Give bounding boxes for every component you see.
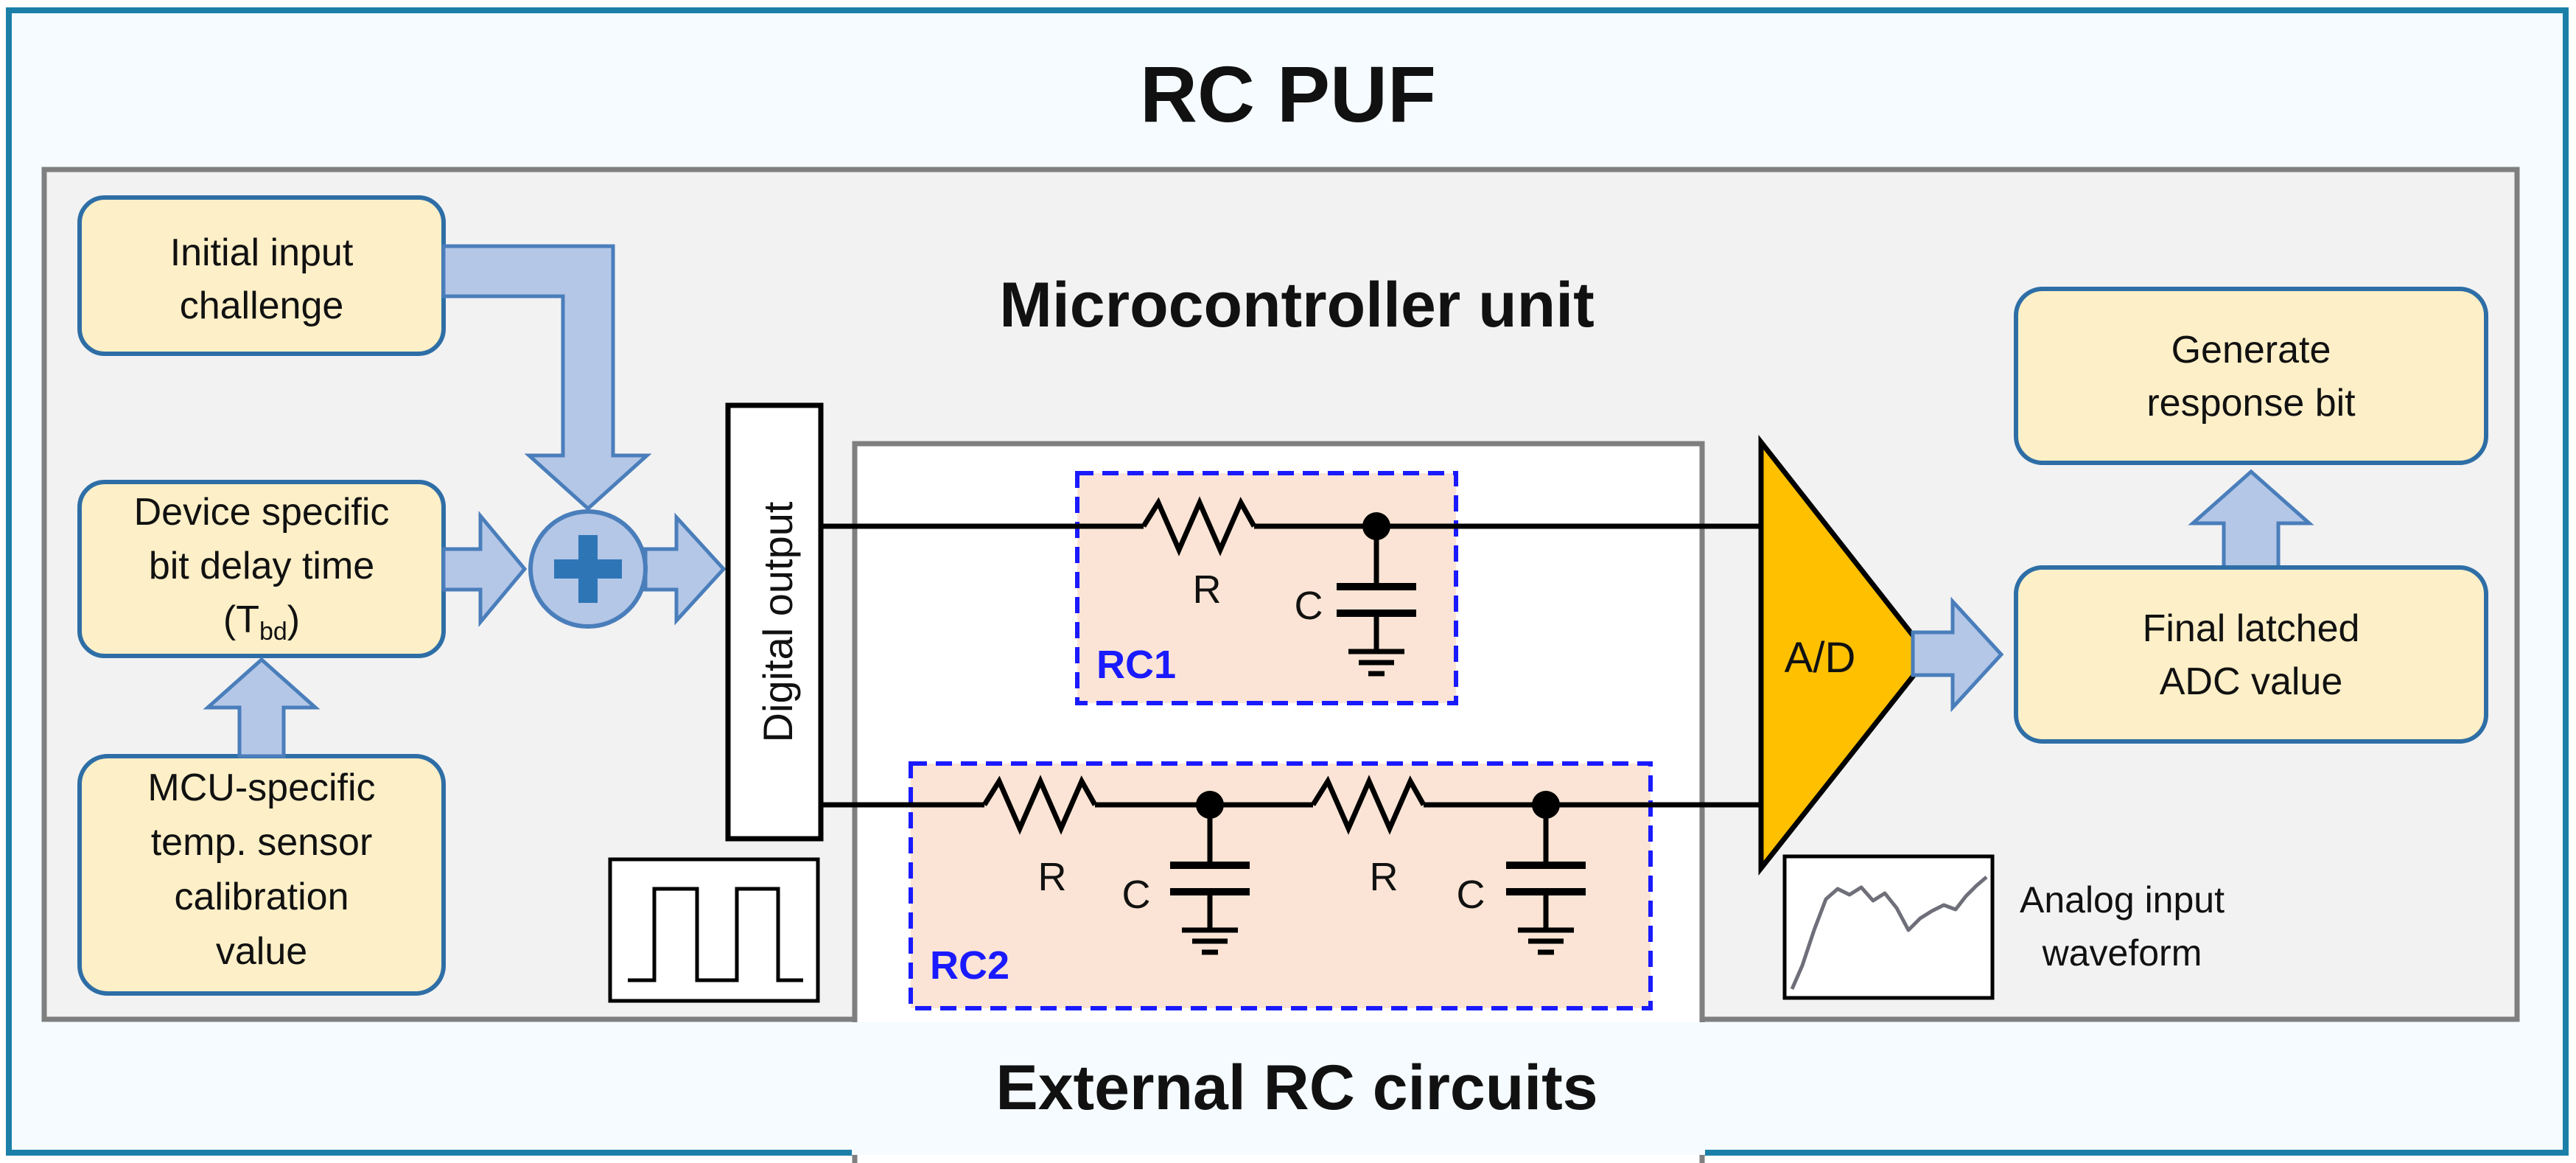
generate-response-line2: response bit bbox=[2146, 382, 2356, 425]
delay-to-sum-arrow bbox=[441, 511, 528, 627]
rc2-r2-label: R bbox=[1370, 855, 1399, 899]
generate-response-line1: Generate bbox=[2171, 329, 2331, 371]
mcu-calibration-box: MCU-specific temp. sensor calibration va… bbox=[77, 754, 446, 996]
rc1-c-label: C bbox=[1295, 584, 1323, 628]
rc1-label: RC1 bbox=[1096, 643, 1176, 687]
rc1-r-label: R bbox=[1193, 567, 1222, 612]
final-latched-line1: Final latched bbox=[2143, 607, 2360, 650]
calibration-to-delay-arrow bbox=[203, 657, 321, 758]
generate-response-box: Generate response bit bbox=[2014, 287, 2488, 465]
digital-output-label: Digital output bbox=[755, 501, 801, 742]
adc-label: A/D bbox=[1785, 634, 1856, 682]
calibration-line4: value bbox=[216, 930, 307, 973]
sum-junction-icon bbox=[528, 509, 648, 629]
square-wave-icon bbox=[608, 857, 820, 1003]
external-rc-label: External RC circuits bbox=[995, 1052, 1597, 1123]
analog-caption-line1: Analog input bbox=[2020, 879, 2225, 921]
device-delay-line3: (Tbd) bbox=[223, 598, 300, 646]
mcu-label: Microcontroller unit bbox=[999, 270, 1594, 340]
sum-to-digital-arrow bbox=[643, 512, 727, 626]
adc-to-latched-arrow bbox=[1911, 596, 2004, 713]
rc2-c2-label: C bbox=[1457, 873, 1485, 917]
digital-output-block: Digital output bbox=[725, 402, 824, 842]
challenge-to-sum-arrow bbox=[441, 244, 652, 511]
device-delay-line1: Device specific bbox=[134, 491, 390, 534]
rc2-r1-label: R bbox=[1038, 855, 1067, 899]
initial-challenge-line1: Initial input bbox=[170, 231, 354, 274]
adc-block: A/D bbox=[1758, 434, 1933, 876]
latched-to-response-arrow bbox=[2188, 469, 2314, 570]
calibration-line2: temp. sensor bbox=[151, 821, 373, 864]
rc2-c1-label: C bbox=[1122, 873, 1151, 917]
analog-waveform-icon bbox=[1782, 854, 1995, 1000]
device-delay-line2: bit delay time bbox=[149, 545, 374, 587]
device-delay-box: Device specific bit delay time (Tbd) bbox=[77, 480, 446, 658]
final-latched-box: Final latched ADC value bbox=[2014, 565, 2488, 744]
initial-challenge-line2: challenge bbox=[180, 284, 344, 327]
analog-caption-line2: waveform bbox=[2042, 932, 2202, 974]
diagram-title: RC PUF bbox=[1140, 49, 1436, 139]
rc2-label: RC2 bbox=[930, 943, 1009, 988]
initial-challenge-box: Initial input challenge bbox=[77, 195, 446, 356]
calibration-line3: calibration bbox=[174, 876, 349, 918]
final-latched-line2: ADC value bbox=[2160, 660, 2343, 703]
calibration-line1: MCU-specific bbox=[147, 766, 375, 809]
